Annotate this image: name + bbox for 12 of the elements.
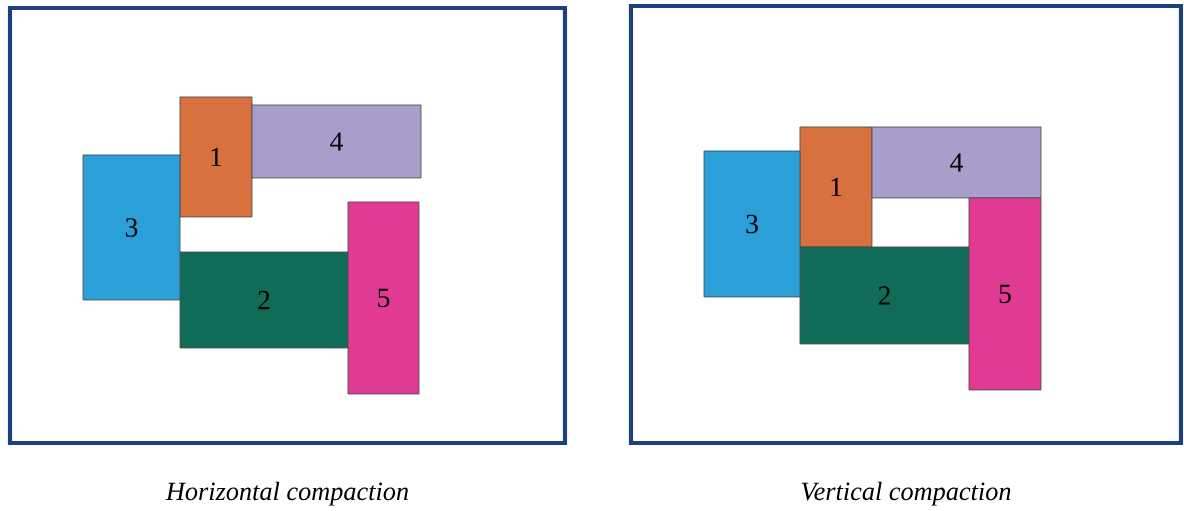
rectangle-block: 2 (799, 246, 970, 345)
rectangle-block: 1 (179, 96, 253, 218)
rectangle-block: 4 (251, 104, 422, 179)
rectangle-block: 5 (347, 201, 420, 395)
rectangle-block: 1 (799, 126, 873, 248)
panel-label: Vertical compaction (801, 481, 1011, 506)
rectangle-block: 4 (871, 126, 1042, 199)
rectangle-block: 5 (968, 197, 1042, 391)
panel-label: Horizontal compaction (165, 481, 408, 506)
rectangle-block: 2 (179, 251, 349, 349)
rectangle-block: 3 (703, 150, 801, 298)
rectangle-block: 3 (82, 154, 181, 301)
